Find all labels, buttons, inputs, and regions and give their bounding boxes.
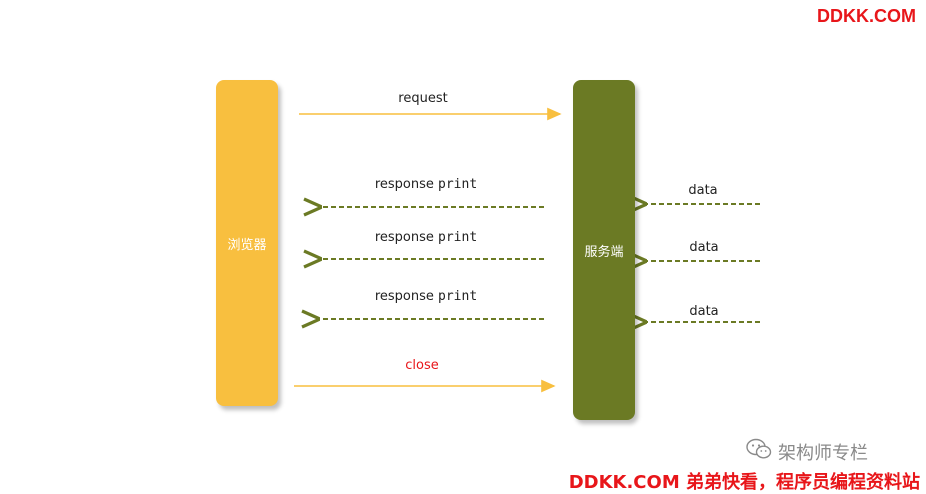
print-word: print <box>438 177 478 192</box>
response-label-2: response print <box>375 230 477 245</box>
wechat-icon <box>746 438 772 465</box>
response-label-3: response print <box>375 289 477 304</box>
print-word: print <box>438 289 478 304</box>
data-label-2: data <box>689 240 719 255</box>
server-lifeline: 服务端 <box>573 80 635 420</box>
response-label-1: response print <box>375 177 477 192</box>
response-word: response <box>374 230 434 245</box>
close-label: close <box>405 358 439 373</box>
data-label-1: data <box>688 183 718 198</box>
response-word: response <box>374 289 434 304</box>
browser-lifeline: 浏览器 <box>216 80 278 406</box>
print-word: print <box>438 230 478 245</box>
data-label-3: data <box>689 304 719 319</box>
brand-logo-top: DDKK.COM <box>817 6 916 26</box>
response-word: response <box>374 177 434 192</box>
watermark: 架构师专栏 <box>746 438 868 465</box>
brand-logo-bottom: DDKK.COM 弟弟快看，程序员编程资料站 <box>568 472 920 493</box>
server-label: 服务端 <box>584 244 624 260</box>
browser-label: 浏览器 <box>227 237 267 253</box>
request-label: request <box>398 91 448 106</box>
watermark-text: 架构师专栏 <box>778 442 868 464</box>
